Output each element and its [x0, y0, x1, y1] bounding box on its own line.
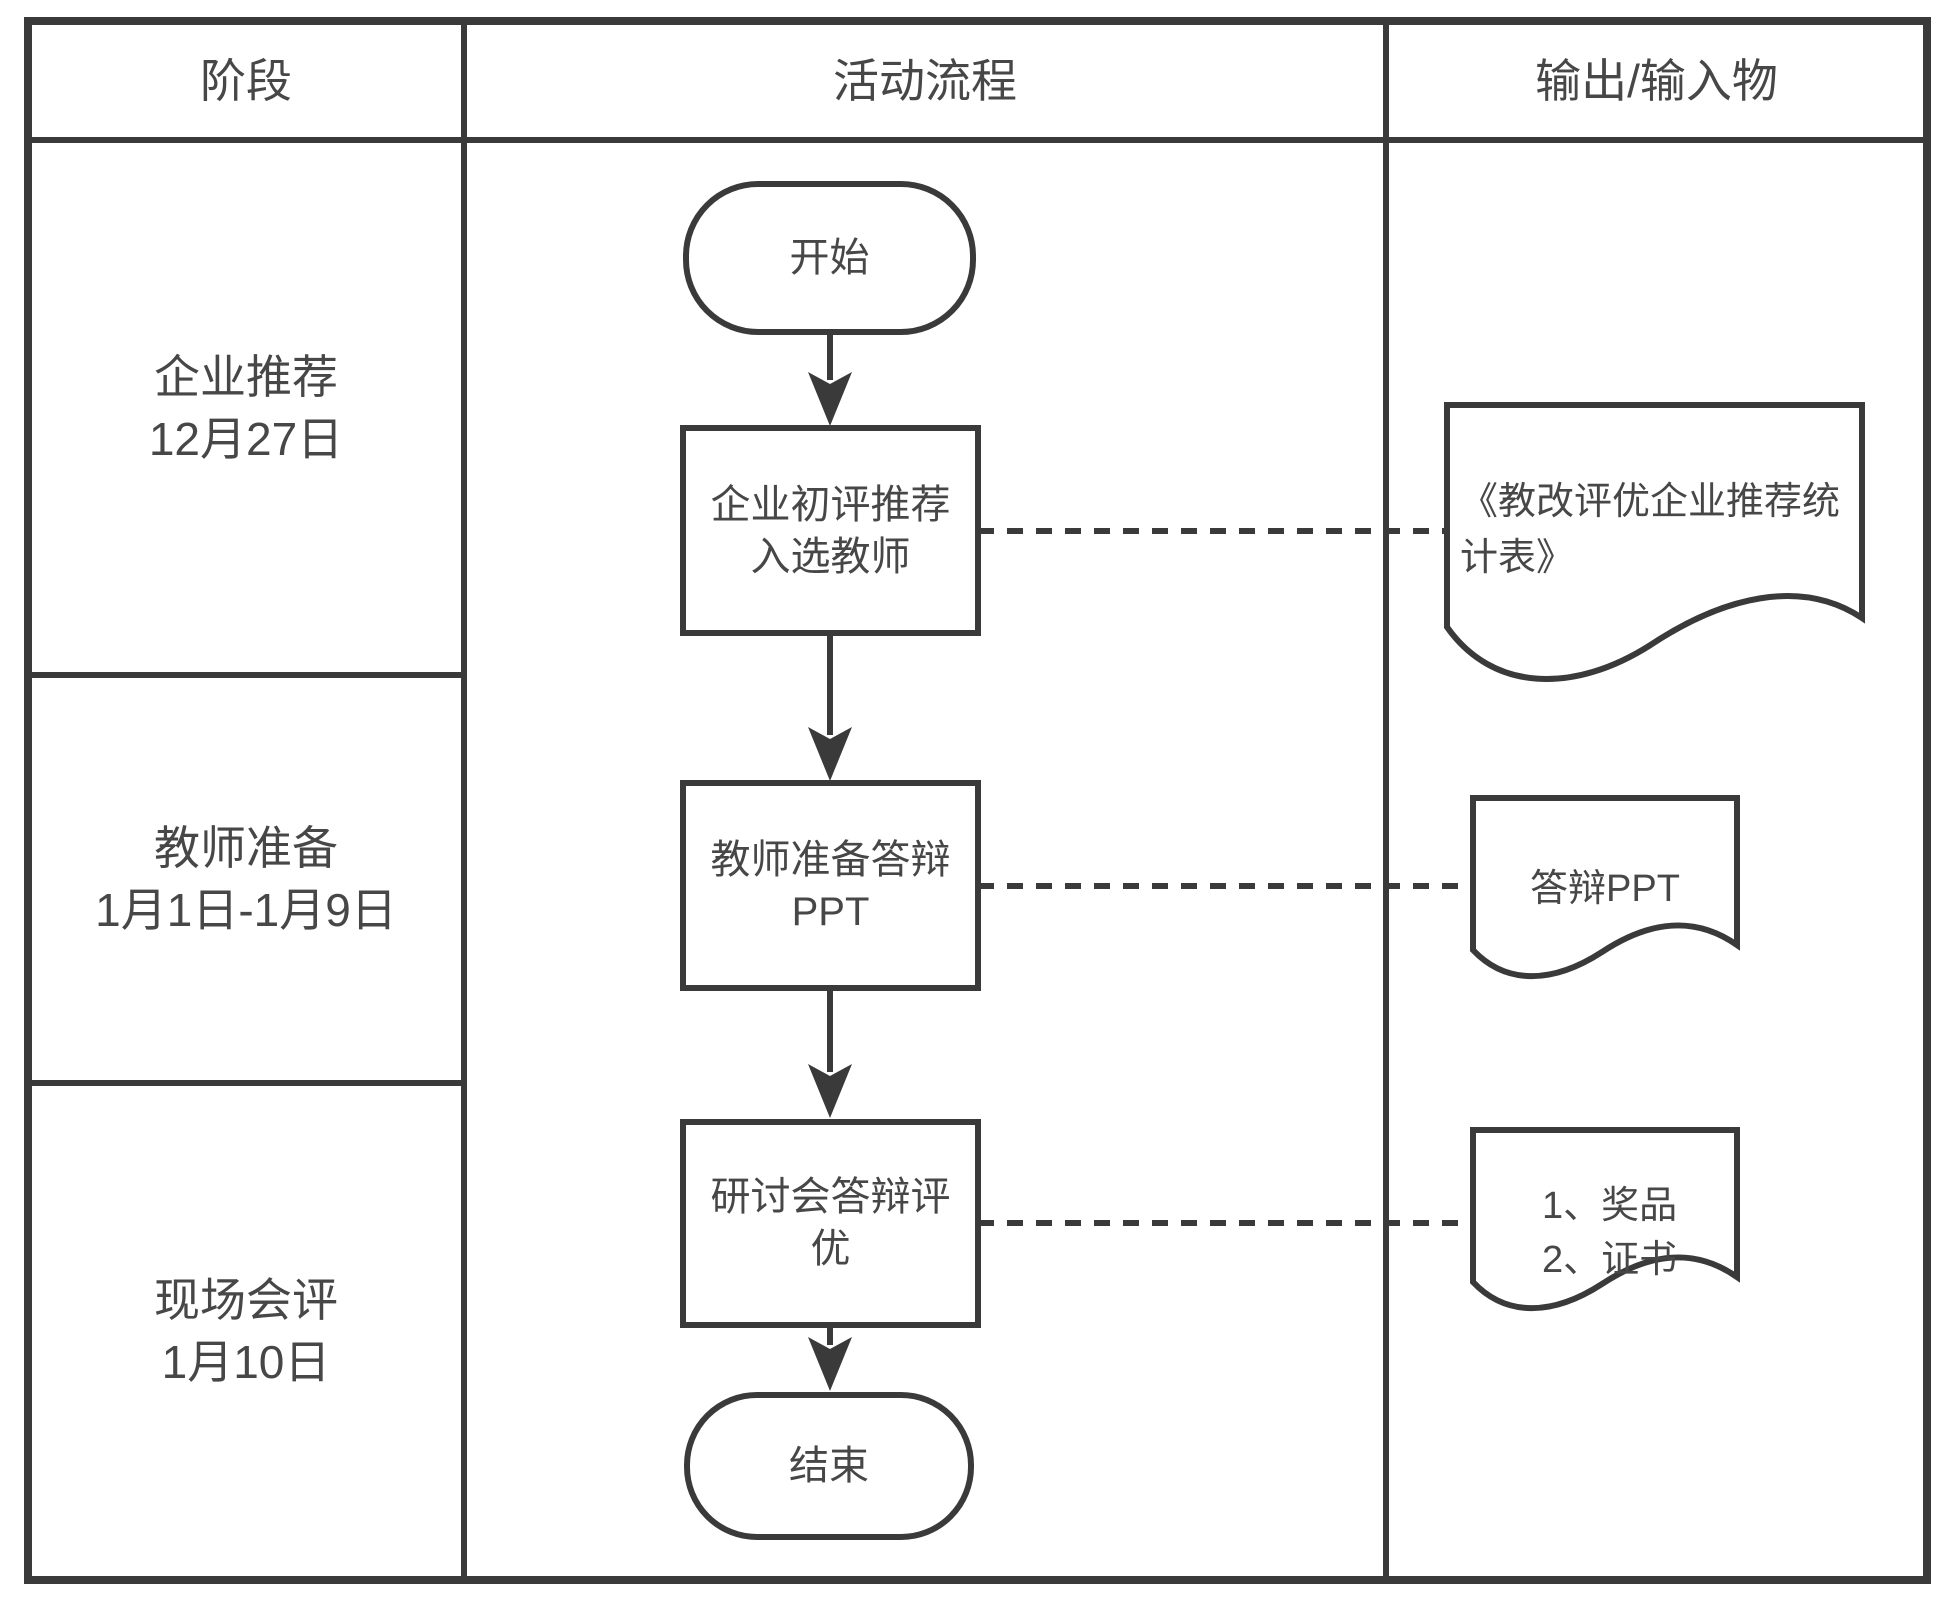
process-box-2	[680, 780, 981, 991]
start-node-label: 开始	[789, 236, 870, 280]
document-label-3: 1、奖品 2、证书	[1542, 1185, 1678, 1281]
process-box-3	[680, 1119, 981, 1328]
document-label-1: 《教改评优企业推荐统 计表》	[1460, 481, 1841, 579]
end-terminator-shape	[684, 1392, 974, 1540]
lane-label-enterprise-recommendation: 企业推荐 12月27日	[148, 351, 344, 465]
header-output-input: 输出/输入物	[1535, 55, 1778, 107]
lane-label-teacher-preparation: 教师准备 1月1日-1月9日	[95, 822, 397, 936]
flow-arrow-4	[808, 1325, 852, 1391]
flow-arrow-2	[808, 633, 852, 781]
document-shape-1	[1444, 402, 1865, 682]
process-box-1	[680, 425, 981, 636]
flow-arrow-3	[808, 988, 852, 1118]
process-label-1: 企业初评推荐 入选教师	[710, 483, 951, 579]
process-label-3: 研讨会答辩评 优	[710, 1175, 951, 1271]
end-node-label: 结束	[789, 1444, 869, 1488]
lane-label-onsite-review: 现场会评 1月10日	[154, 1274, 338, 1388]
header-phase: 阶段	[200, 55, 292, 107]
document-shape-3	[1470, 1127, 1740, 1312]
header-activity-flow: 活动流程	[833, 55, 1017, 107]
start-terminator-shape	[683, 181, 976, 335]
flow-arrow-1	[808, 332, 852, 426]
process-label-2: 教师准备答辩 PPT	[710, 838, 951, 934]
document-shape-2	[1470, 795, 1740, 980]
table-outer-border	[24, 17, 1931, 1584]
document-label-2: 答辩PPT	[1530, 868, 1680, 910]
